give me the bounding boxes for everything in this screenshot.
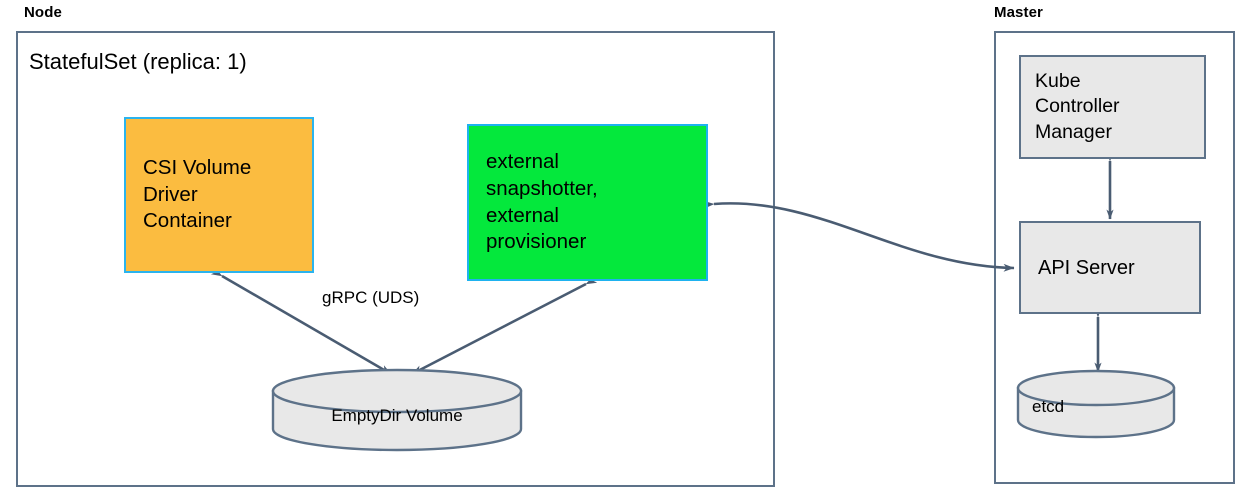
csi-volume-driver-container-box[interactable]: CSI Volume Driver Container xyxy=(124,117,314,273)
external-snapshotter-provisioner-box[interactable]: external snapshotter, external provision… xyxy=(467,124,708,281)
statefulset-title: StatefulSet (replica: 1) xyxy=(29,49,247,74)
etcd-label: etcd xyxy=(1032,397,1065,416)
grpc-uds-edge-label: gRPC (UDS) xyxy=(322,288,420,307)
external-snapshotter-provisioner-label: external snapshotter, external provision… xyxy=(486,150,598,254)
csi-volume-driver-container-label: CSI Volume Driver Container xyxy=(143,156,252,233)
api-server-box[interactable]: API Server xyxy=(1019,221,1201,314)
api-server-label: API Server xyxy=(1038,256,1135,279)
kube-controller-manager-label: Kube Controller Manager xyxy=(1035,69,1120,143)
kube-controller-manager-box[interactable]: Kube Controller Manager xyxy=(1019,55,1206,159)
emptydir-volume-label: EmptyDir Volume xyxy=(331,406,463,425)
emptydir-volume-cylinder xyxy=(271,368,523,452)
connector-external-to-apiserver xyxy=(703,200,1015,272)
etcd-cylinder xyxy=(1016,369,1176,439)
connector-csi-to-emptydir xyxy=(210,267,392,376)
connector-external-to-emptydir xyxy=(411,275,598,376)
node-zone-label: Node xyxy=(24,4,62,21)
master-zone-label: Master xyxy=(994,4,1043,21)
